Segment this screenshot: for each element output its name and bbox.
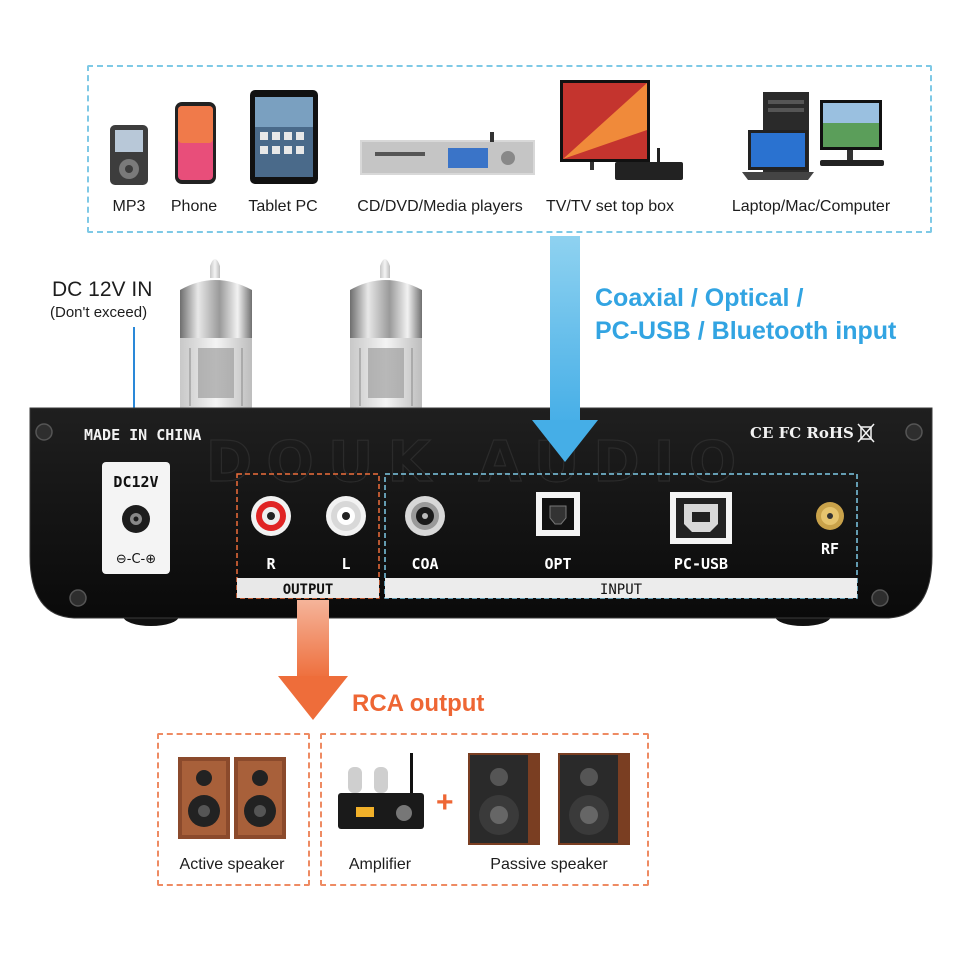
- input-caption-line2: PC-USB / Bluetooth input: [595, 317, 897, 345]
- certification-marks: CE FC RoHS: [750, 424, 854, 442]
- output-arrow-shaft: [297, 600, 329, 680]
- media-player-icon: [360, 132, 535, 175]
- rf-antenna-connector[interactable]: [816, 502, 844, 530]
- rca-right-jack[interactable]: [251, 496, 291, 536]
- output-arrow-head: [278, 676, 348, 720]
- rca-right-label: R: [266, 555, 276, 573]
- usb-label: PC-USB: [674, 555, 728, 573]
- dc-input-title: DC 12V IN: [52, 278, 153, 301]
- tablet-icon: [250, 90, 318, 184]
- amplifier-passive-speaker-box: [320, 733, 649, 886]
- output-group-label-bg: [237, 578, 379, 598]
- active-speaker-icon: [178, 757, 286, 839]
- active-speaker-box: [157, 733, 310, 886]
- input-group-label: INPUT: [600, 582, 643, 598]
- amplifier-icon: [338, 753, 424, 829]
- input-caption-line1: Coaxial / Optical /: [595, 284, 804, 312]
- input-arrow-shaft: [550, 236, 580, 426]
- brand-watermark: DOUK AUDIO: [206, 430, 750, 495]
- dc-callout-line: [133, 327, 135, 465]
- phone-icon: [175, 102, 216, 184]
- dc-input-note: (Don't exceed): [50, 304, 148, 321]
- screw: [871, 589, 889, 607]
- output-group-label: OUTPUT: [283, 582, 334, 598]
- screw: [69, 589, 87, 607]
- source-label-mp3: MP3: [112, 198, 146, 215]
- screw: [35, 423, 53, 441]
- weee-bin-icon: [857, 423, 875, 443]
- passive-speaker-label: Passive speaker: [490, 856, 608, 873]
- input-arrow-head: [532, 420, 598, 462]
- optical-port[interactable]: [536, 492, 580, 536]
- source-label-computer: Laptop/Mac/Computer: [731, 198, 891, 215]
- source-device-images: [110, 80, 884, 185]
- rca-left-jack[interactable]: [326, 496, 366, 536]
- made-in-label: MADE IN CHINA: [84, 426, 201, 444]
- dc-polarity-icon: ⊖-C-⊕: [116, 552, 156, 567]
- screw: [905, 423, 923, 441]
- source-label-tablet: Tablet PC: [248, 198, 318, 215]
- plus-icon: +: [436, 786, 454, 819]
- computer-icon: [742, 92, 884, 180]
- vacuum-tube-left: [180, 259, 252, 408]
- tv-icon: [560, 80, 683, 180]
- source-label-media-player: CD/DVD/Media players: [357, 198, 523, 215]
- chassis: [29, 407, 933, 619]
- vacuum-tubes: [180, 259, 422, 408]
- active-speaker-label: Active speaker: [179, 856, 285, 873]
- vacuum-tube-right: [350, 259, 422, 408]
- usb-b-port[interactable]: [670, 492, 732, 544]
- coaxial-jack[interactable]: [405, 496, 445, 536]
- input-caption: Coaxial / Optical / PC-USB / Bluetooth i…: [595, 282, 896, 348]
- rf-label: RF: [821, 540, 839, 558]
- output-device-images: [178, 753, 630, 845]
- amplifier-rear-panel: DOUK AUDIO MADE IN CHINA CE FC RoHS DC12…: [29, 407, 933, 626]
- source-label-phone: Phone: [170, 198, 218, 215]
- source-label-tv: TV/TV set top box: [545, 198, 675, 215]
- dc-jack-label: DC12V: [113, 473, 158, 491]
- optical-label: OPT: [544, 555, 571, 573]
- input-group-label-bg: [385, 578, 857, 598]
- source-devices-box: [87, 65, 932, 233]
- amplifier-label: Amplifier: [348, 856, 412, 873]
- mp3-player-icon: [110, 125, 148, 185]
- coaxial-label: COA: [411, 555, 438, 573]
- passive-speaker-icon: [468, 753, 630, 845]
- rca-output-caption: RCA output: [352, 690, 485, 717]
- rca-left-label: L: [341, 555, 350, 573]
